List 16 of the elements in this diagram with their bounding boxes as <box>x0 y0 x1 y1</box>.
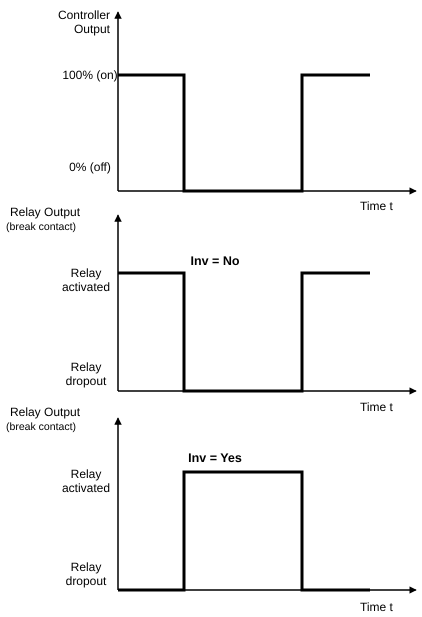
level-label: 0% (off) <box>69 160 111 174</box>
axis-subtitle: (break contact) <box>6 421 76 433</box>
axis-title: Controller Output <box>58 8 110 36</box>
level-label: Relay dropout <box>66 360 106 388</box>
axis-title: Time t <box>360 400 393 414</box>
axis-title: Relay Output <box>10 205 80 219</box>
level-label: Relay dropout <box>66 560 106 588</box>
level-label: 100% (on) <box>62 68 118 82</box>
axis-subtitle: (break contact) <box>6 221 76 233</box>
axis-title: Time t <box>360 600 393 614</box>
waveform-caption: Inv = Yes <box>188 451 242 465</box>
axis-title: Relay Output <box>10 405 80 419</box>
axis-title: Time t <box>360 199 393 213</box>
level-label: Relay activated <box>62 266 110 294</box>
waveform-caption: Inv = No <box>190 254 240 268</box>
level-label: Relay activated <box>62 467 110 495</box>
